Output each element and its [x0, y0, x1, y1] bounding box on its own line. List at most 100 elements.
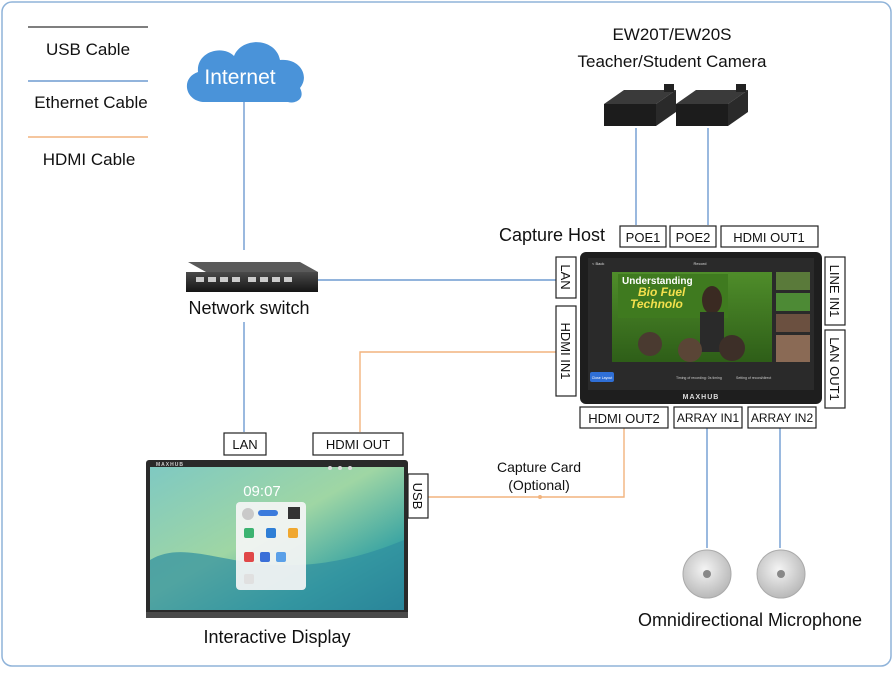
cameras-title-line2: Teacher/Student Camera: [578, 52, 768, 71]
cloud-label: Internet: [204, 66, 275, 89]
capture-card-dot: [538, 495, 542, 499]
display-port-usb-label: USB: [410, 483, 425, 510]
display-avatar: [242, 508, 254, 520]
port-lan-out1-label: LAN OUT1: [827, 337, 842, 401]
internet-cloud: Internet: [186, 42, 304, 103]
switch-port: [232, 277, 240, 282]
capture-host: Capture Host < Back Record Understanding…: [499, 225, 846, 429]
port-hdmi-in1-label: HDMI IN1: [558, 322, 573, 379]
capture-card: Capture Card (Optional): [497, 459, 581, 493]
display-bottom-bezel: [146, 612, 408, 618]
port-poe2: POE2: [669, 225, 717, 248]
switch-port: [208, 277, 216, 282]
capture-host-label: Capture Host: [499, 225, 605, 245]
camera-2-side: [728, 90, 748, 126]
port-hdmi-out1: HDMI OUT1: [720, 225, 819, 248]
display-port-hdmi-out-box: [312, 432, 404, 456]
switch-port: [220, 277, 228, 282]
camera-2-front: [676, 104, 728, 126]
camera-1-front: [604, 104, 656, 126]
host-thumb-4: [776, 335, 810, 362]
capture-card-line2: (Optional): [508, 477, 569, 493]
display-app-icon: [266, 528, 276, 538]
port-array-in1-label: ARRAY IN1: [677, 411, 740, 425]
port-line-in1-label: LINE IN1: [827, 265, 842, 318]
port-hdmi-out2-label: HDMI OUT2: [588, 411, 660, 426]
switch-port: [272, 277, 280, 282]
microphone-2: [756, 549, 806, 599]
display-launcher-panel: [236, 502, 306, 590]
legend-ethernet-label: Ethernet Cable: [34, 93, 147, 112]
host-thumb-1: [776, 272, 810, 290]
display-port-usb: USB: [407, 473, 429, 519]
display-status-icon: [338, 466, 342, 470]
network-switch: Network switch: [186, 262, 318, 318]
cameras: EW20T/EW20S Teacher/Student Camera: [578, 25, 768, 126]
display-port-usb-box: [407, 473, 429, 519]
port-line-in1: LINE IN1: [824, 256, 846, 326]
port-line-in1-box: [824, 256, 846, 326]
port-poe2-box: [669, 225, 717, 248]
switch-port: [284, 277, 292, 282]
port-hdmi-in1: HDMI IN1: [555, 305, 577, 397]
port-hdmi-out2-box: [579, 406, 669, 429]
port-hdmi-out1-box: [720, 225, 819, 248]
legend-hdmi-label: HDMI Cable: [43, 150, 136, 169]
port-lan-out1-box: [824, 329, 846, 409]
host-video-student: [719, 335, 745, 361]
display-status-icon: [328, 466, 332, 470]
display-clock: 09:07: [243, 483, 281, 500]
host-video-student: [638, 332, 662, 356]
camera-1-side: [656, 90, 676, 126]
host-footer-mid: Timing of recording: 0s timing: [676, 376, 722, 380]
camera-2-bracket: [736, 84, 746, 92]
port-lan: LAN: [555, 256, 577, 299]
display-app-icon: [260, 552, 270, 562]
camera-2: [676, 84, 748, 126]
display-qr-icon: [288, 507, 300, 519]
port-poe1-label: POE1: [626, 230, 661, 245]
cloud-icon: [186, 42, 304, 103]
display-app-icon: [276, 552, 286, 562]
display-label: Interactive Display: [203, 627, 350, 647]
port-lan-label: LAN: [558, 264, 573, 289]
host-slide-line1: Understanding: [622, 276, 693, 287]
port-array-in2: ARRAY IN2: [747, 406, 817, 429]
microphone-2-center: [777, 570, 785, 578]
hdmi-cable-display-host: [359, 351, 556, 432]
port-array-in2-label: ARRAY IN2: [751, 411, 814, 425]
microphones-label: Omnidirectional Microphone: [638, 610, 862, 630]
host-thumb-2: [776, 293, 810, 311]
camera-1: [604, 84, 676, 126]
port-hdmi-out1-label: HDMI OUT1: [733, 230, 805, 245]
port-poe2-label: POE2: [676, 230, 711, 245]
host-footer-left: Close Layout: [592, 376, 612, 380]
switch-port: [260, 277, 268, 282]
display-port-lan-label: LAN: [232, 437, 257, 452]
port-lan-out1: LAN OUT1: [824, 329, 846, 409]
cameras-title-line1: EW20T/EW20S: [612, 25, 731, 44]
legend: USB Cable Ethernet Cable HDMI Cable: [28, 26, 148, 169]
host-slide-line2: Bio Fuel: [638, 285, 686, 299]
display-port-hdmi-out: HDMI OUT: [312, 432, 404, 456]
legend-usb-label: USB Cable: [46, 40, 130, 59]
microphones: Omnidirectional Microphone: [638, 549, 862, 630]
microphone-1-center: [703, 570, 711, 578]
host-footer-right: Setting of record/direct: [736, 376, 771, 380]
port-array-in1: ARRAY IN1: [673, 406, 743, 429]
port-hdmi-out2: HDMI OUT2: [579, 406, 669, 429]
port-poe1-box: [619, 225, 667, 248]
port-hdmi-in1-box: [555, 305, 577, 397]
switch-top: [188, 262, 318, 272]
port-poe1: POE1: [619, 225, 667, 248]
host-screen-heading: Record: [694, 261, 707, 266]
display-app-icon: [288, 528, 298, 538]
host-close-layout-button: [590, 372, 614, 382]
display-app-icon: [244, 552, 254, 562]
camera-1-bracket: [664, 84, 674, 92]
camera-2-top: [676, 90, 748, 104]
hdmi-cable-capture-card: [428, 428, 625, 498]
display-port-hdmi-out-label: HDMI OUT: [326, 437, 390, 452]
